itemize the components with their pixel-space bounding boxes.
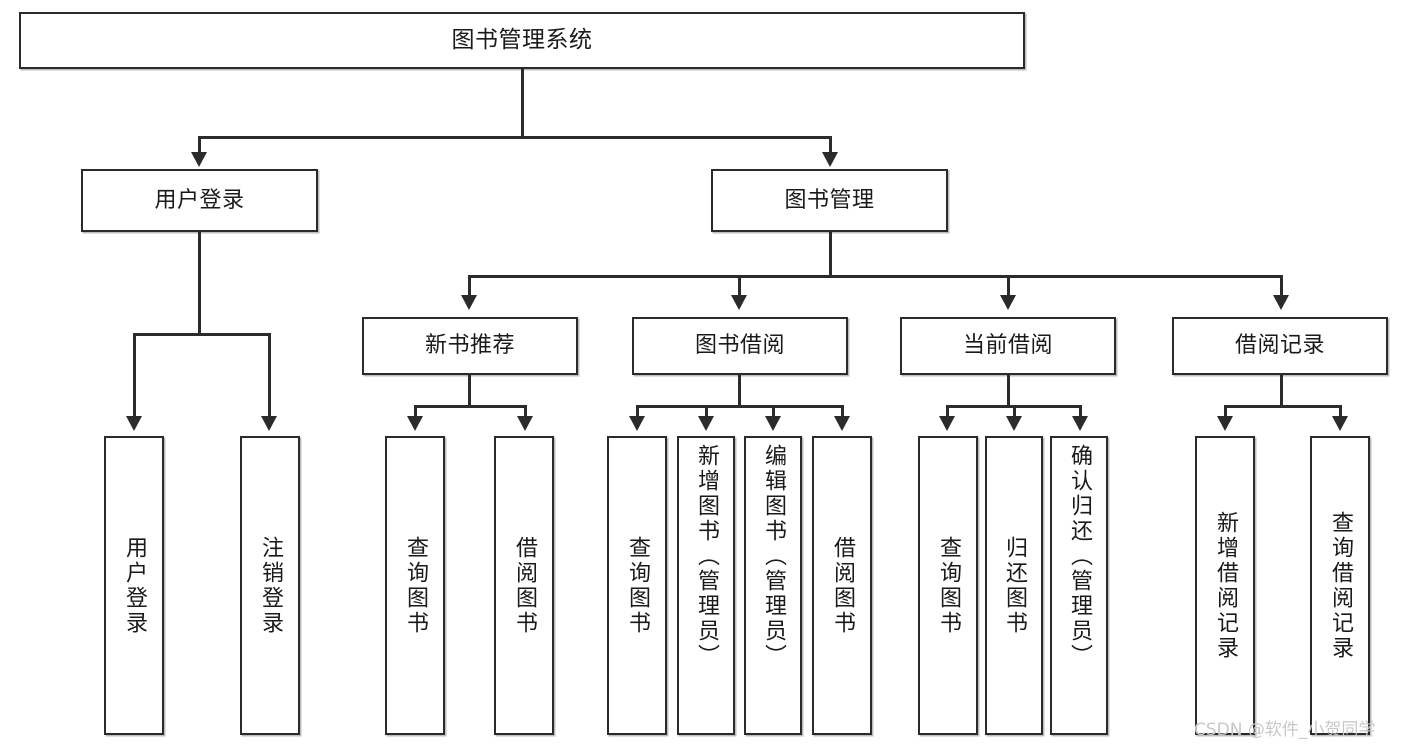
arrow-to-book-borrow xyxy=(731,295,747,310)
leaf-user-login-login[interactable]: 用户登录 xyxy=(104,436,164,735)
node-label: 注销登录 xyxy=(258,535,283,636)
edge-book-mgmt-stem xyxy=(829,232,832,277)
leaf-borrow-record-query[interactable]: 查询借阅记录 xyxy=(1310,436,1370,735)
edge-borrow-record-stem xyxy=(1280,375,1283,407)
arrow-to-borrow-record xyxy=(1273,295,1289,310)
node-label: 查询借阅记录 xyxy=(1328,510,1353,661)
edge-root-bus xyxy=(198,136,832,139)
edge-book-mgmt-to-book-borrow xyxy=(738,275,741,298)
edge-book-borrow-leaf-0 xyxy=(636,405,639,419)
node-label: 查询图书 xyxy=(403,535,428,636)
node-current-borrow[interactable]: 当前借阅 xyxy=(900,317,1116,375)
node-label: 新书推荐 xyxy=(424,333,515,359)
edge-book-borrow-leaf-1 xyxy=(705,405,708,419)
arrow-current-borrow-leaf-0 xyxy=(939,416,955,431)
node-label: 归还图书 xyxy=(1002,535,1027,636)
edge-book-mgmt-bus xyxy=(468,275,1282,278)
leaf-book-borrow-borrow[interactable]: 借阅图书 xyxy=(812,436,872,735)
edge-user-login-leaf-1 xyxy=(268,333,271,419)
leaf-book-borrow-edit[interactable]: 编辑图书（管理员） xyxy=(744,436,802,735)
edge-current-borrow-leaf-1 xyxy=(1013,405,1016,419)
arrow-new-book-leaf-0 xyxy=(407,416,423,431)
edge-user-login-stem xyxy=(198,232,201,335)
arrow-user-login-leaf-1 xyxy=(261,416,277,431)
node-book-management[interactable]: 图书管理 xyxy=(711,169,948,232)
arrow-user-login-leaf-0 xyxy=(126,416,142,431)
node-label: 用户登录 xyxy=(154,187,245,213)
node-label: 确认归还（管理员） xyxy=(1067,444,1092,669)
edge-current-borrow-leaf-0 xyxy=(946,405,949,419)
edge-book-borrow-stem xyxy=(738,375,741,407)
node-label: 查询图书 xyxy=(625,535,650,636)
edge-book-mgmt-to-borrow-record xyxy=(1280,275,1283,298)
node-label: 图书管理 xyxy=(784,187,875,213)
arrow-book-borrow-leaf-2 xyxy=(765,416,781,431)
leaf-current-borrow-return[interactable]: 归还图书 xyxy=(985,436,1043,735)
leaf-book-borrow-query[interactable]: 查询图书 xyxy=(607,436,667,735)
arrow-to-book-mgmt xyxy=(822,152,838,167)
edge-new-book-stem xyxy=(468,375,471,407)
node-label: 查询图书 xyxy=(936,535,961,636)
edge-current-borrow-stem xyxy=(1007,375,1010,407)
edge-current-borrow-leaf-2 xyxy=(1079,405,1082,419)
arrow-current-borrow-leaf-1 xyxy=(1006,416,1022,431)
edge-book-borrow-leaf-3 xyxy=(841,405,844,419)
edge-book-mgmt-to-new-book xyxy=(468,275,471,298)
node-label: 编辑图书（管理员） xyxy=(761,444,786,669)
arrow-book-borrow-leaf-1 xyxy=(698,416,714,431)
edge-new-book-bus xyxy=(414,405,526,408)
node-borrow-record[interactable]: 借阅记录 xyxy=(1172,317,1388,375)
edge-root-to-book-mgmt xyxy=(829,136,832,156)
node-label: 新增图书（管理员） xyxy=(694,444,719,669)
arrow-to-user-login xyxy=(191,152,207,167)
leaf-current-borrow-query[interactable]: 查询图书 xyxy=(918,436,978,735)
node-label: 用户登录 xyxy=(122,535,147,636)
node-label: 新增借阅记录 xyxy=(1213,510,1238,661)
edge-book-mgmt-to-current-borrow xyxy=(1007,275,1010,298)
arrow-borrow-record-leaf-0 xyxy=(1217,416,1233,431)
node-label: 图书借阅 xyxy=(694,333,785,359)
arrow-book-borrow-leaf-3 xyxy=(834,416,850,431)
edge-book-borrow-leaf-2 xyxy=(772,405,775,419)
edge-borrow-record-leaf-0 xyxy=(1224,405,1227,419)
leaf-new-book-borrow[interactable]: 借阅图书 xyxy=(494,436,554,735)
edge-root-stem xyxy=(521,69,524,138)
node-root-system[interactable]: 图书管理系统 xyxy=(19,12,1025,69)
node-label: 借阅图书 xyxy=(830,535,855,636)
csdn-watermark: CSDN @软件_小贺同学 xyxy=(1194,720,1376,740)
edge-new-book-leaf-1 xyxy=(524,405,527,419)
leaf-book-borrow-add[interactable]: 新增图书（管理员） xyxy=(677,436,735,735)
leaf-user-login-logout[interactable]: 注销登录 xyxy=(240,436,300,735)
node-new-book-recommend[interactable]: 新书推荐 xyxy=(362,317,578,375)
arrow-borrow-record-leaf-1 xyxy=(1332,416,1348,431)
leaf-current-borrow-confirm[interactable]: 确认归还（管理员） xyxy=(1050,436,1108,735)
edge-borrow-record-bus xyxy=(1224,405,1341,408)
arrow-current-borrow-leaf-2 xyxy=(1072,416,1088,431)
edge-new-book-leaf-0 xyxy=(414,405,417,419)
node-label: 借阅记录 xyxy=(1234,333,1325,359)
leaf-borrow-record-add[interactable]: 新增借阅记录 xyxy=(1195,436,1255,735)
edge-book-borrow-bus xyxy=(636,405,843,408)
node-label: 图书管理系统 xyxy=(451,26,593,53)
edge-borrow-record-leaf-1 xyxy=(1339,405,1342,419)
node-user-login[interactable]: 用户登录 xyxy=(81,169,318,232)
arrow-to-new-book xyxy=(461,295,477,310)
node-book-borrow[interactable]: 图书借阅 xyxy=(632,317,848,375)
edge-user-login-leaf-0 xyxy=(133,333,136,419)
node-label: 当前借阅 xyxy=(962,333,1053,359)
edge-root-to-user-login xyxy=(198,136,201,156)
arrow-to-current-borrow xyxy=(1000,295,1016,310)
arrow-new-book-leaf-1 xyxy=(517,416,533,431)
arrow-book-borrow-leaf-0 xyxy=(629,416,645,431)
edge-user-login-bus xyxy=(133,333,271,336)
leaf-new-book-query[interactable]: 查询图书 xyxy=(385,436,445,735)
node-label: 借阅图书 xyxy=(512,535,537,636)
